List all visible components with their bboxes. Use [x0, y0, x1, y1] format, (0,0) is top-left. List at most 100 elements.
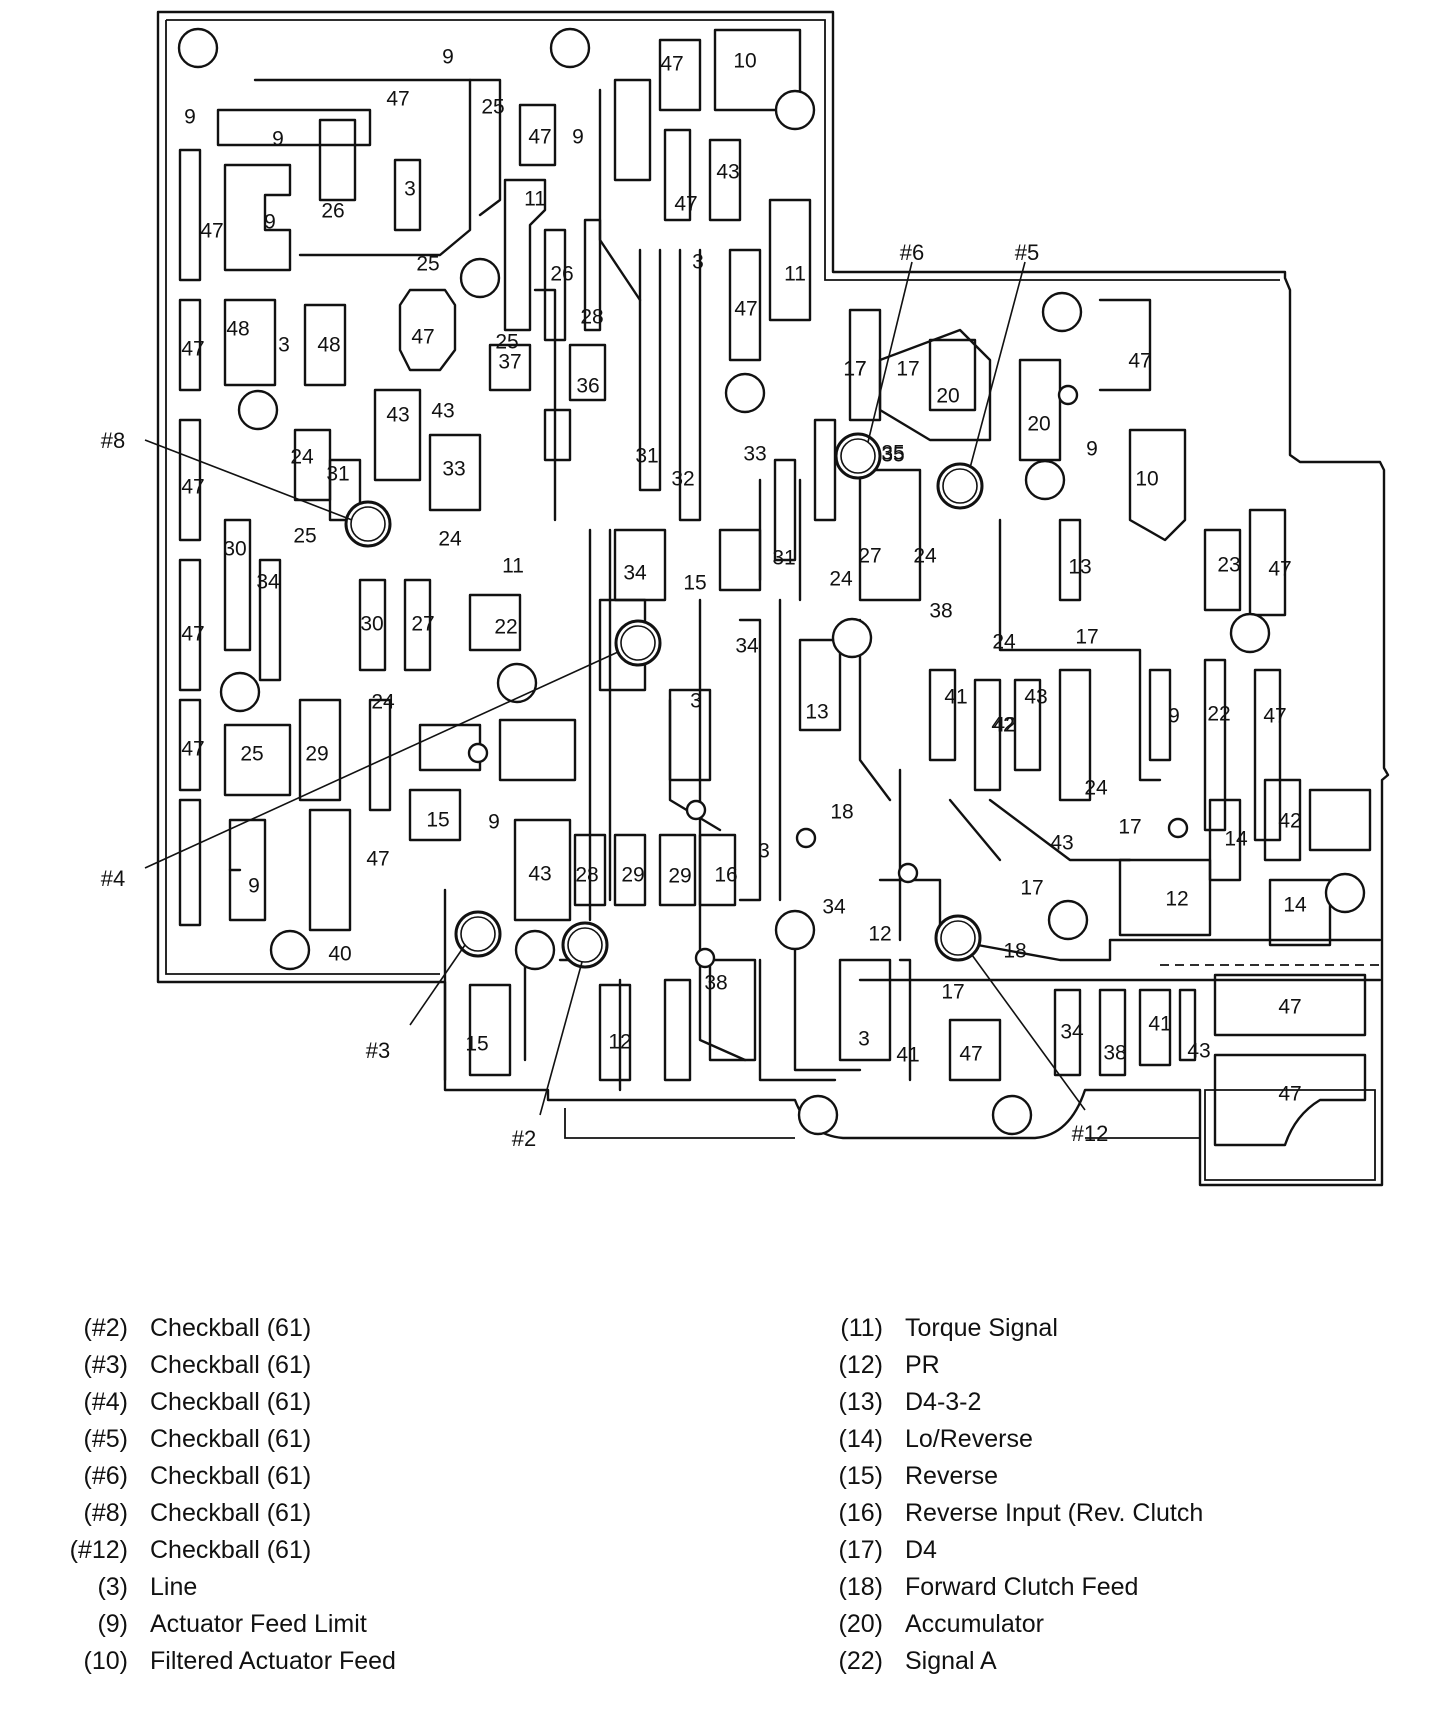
passage-label: 34 — [623, 562, 647, 585]
passage-label: 26 — [321, 200, 344, 223]
passage-label: 17 — [843, 358, 866, 381]
passage-label: 38 — [1103, 1042, 1126, 1065]
legend-item-number: (16) — [838, 1499, 883, 1527]
passage-label: 42 — [993, 714, 1016, 737]
passage-label: 48 — [226, 318, 249, 341]
passage-label: 47 — [660, 53, 683, 76]
passage-label: 47 — [181, 476, 204, 499]
checkball-label: #4 — [101, 866, 125, 891]
passage-label: 10 — [1135, 468, 1158, 491]
passage-label: 15 — [683, 572, 706, 595]
legend-item-number: (22) — [838, 1647, 883, 1675]
checkball-leader-line — [971, 954, 1086, 1111]
legend-item-number: (#2) — [83, 1314, 128, 1342]
passage-label: 38 — [704, 972, 727, 995]
passage-label: 34 — [256, 571, 280, 594]
passage-label: 41 — [896, 1044, 919, 1067]
checkball-label: #6 — [900, 240, 924, 265]
passage-label: 13 — [1068, 556, 1091, 579]
passage-label: 12 — [608, 1031, 631, 1054]
legend-item-number: (10) — [83, 1647, 128, 1675]
checkball-inner — [942, 468, 978, 504]
valve-body-outline — [156, 10, 1390, 1187]
legend-item: (#4)Checkball (61) — [55, 1384, 396, 1421]
legend-item-number: (#3) — [83, 1351, 128, 1379]
checkball-label: #3 — [366, 1038, 390, 1063]
passage-label: 12 — [868, 923, 891, 946]
legend-item-text: Checkball (61) — [150, 1388, 312, 1416]
checkball-leader-line — [144, 651, 619, 869]
checkball — [936, 462, 984, 510]
legend-item: (9)Actuator Feed Limit — [55, 1606, 396, 1643]
passage-label: 47 — [1128, 350, 1151, 373]
passage-label: 47 — [181, 623, 204, 646]
passage-label: 47 — [674, 193, 697, 216]
legend-item: (10)Filtered Actuator Feed — [55, 1643, 396, 1680]
checkball-leader-line — [409, 944, 466, 1026]
passage-label: 15 — [465, 1033, 488, 1056]
passage-label: 9 — [442, 46, 454, 69]
passage-label: 47 — [1268, 558, 1291, 581]
passage-label: 16 — [714, 864, 737, 887]
legend-item-number: (18) — [838, 1573, 883, 1601]
passage-label: 48 — [317, 334, 340, 357]
passage-label: 47 — [366, 848, 389, 871]
passage-label: 25 — [293, 525, 316, 548]
passage-label: 47 — [734, 298, 757, 321]
passage-label: 9 — [1168, 705, 1180, 728]
checkball-inner — [567, 927, 603, 963]
checkball-leader-line — [969, 261, 1026, 469]
passage-label: 10 — [733, 50, 756, 73]
checkball-inner — [350, 506, 386, 542]
legend-item: (18)Forward Clutch Feed — [820, 1569, 1203, 1606]
passage-label: 31 — [635, 445, 658, 468]
passage-label: 3 — [758, 840, 770, 863]
passage-label: 3 — [404, 178, 416, 201]
legend-item-text: PR — [905, 1351, 940, 1379]
legend-item-text: Checkball (61) — [150, 1314, 312, 1342]
legend-item: (22) Signal A — [820, 1643, 1203, 1680]
legend-right: (11)Torque Signal(12)PR(13)D4-3-2(14)Lo/… — [820, 1310, 1204, 1680]
passage-label: 29 — [668, 865, 691, 888]
legend-left: (#2)Checkball (61)(#3)Checkball (61)(#4)… — [55, 1310, 396, 1680]
legend-item-number: (#6) — [83, 1462, 128, 1490]
passage-label: 38 — [929, 600, 952, 623]
legend-item-text: Actuator Feed Limit — [150, 1610, 367, 1638]
passage-label: 30 — [360, 613, 383, 636]
bolt-holes — [177, 27, 1366, 1136]
legend-item-text: Reverse Input (Rev. Clutch — [905, 1499, 1204, 1527]
passage-label: 22 — [1207, 703, 1230, 726]
passage-label: 24 — [1084, 777, 1108, 800]
checkball — [934, 914, 982, 962]
passage-label: 42 — [1278, 810, 1301, 833]
passage-label: 17 — [1075, 626, 1098, 649]
passage-label: 29 — [621, 864, 644, 887]
checkball — [834, 432, 882, 480]
passage-label: 36 — [576, 375, 599, 398]
legend-item-number: (#5) — [83, 1425, 128, 1453]
checkball-inner — [940, 920, 976, 956]
passage-label: 3 — [690, 690, 702, 713]
checkball — [344, 500, 392, 548]
legend-item-text: Signal A — [905, 1647, 997, 1675]
checkball-labels: #6#5#8#4#3#2#12 — [101, 240, 1109, 1151]
passage-label: 47 — [181, 738, 204, 761]
legend-item-text: Checkball (61) — [150, 1462, 312, 1490]
passage-label: 9 — [248, 875, 260, 898]
legend-item: (#5)Checkball (61) — [55, 1421, 396, 1458]
passage-label: 24 — [913, 545, 937, 568]
passage-label: 24 — [371, 691, 395, 714]
passage-label: 17 — [941, 981, 964, 1004]
legend-item: (13)D4-3-2 — [820, 1384, 1203, 1421]
legend-item: (#6) Checkball (61) — [55, 1458, 396, 1495]
passage-label: 27 — [411, 613, 434, 636]
legend-item-text: Accumulator — [905, 1610, 1044, 1638]
passage-label: 22 — [494, 616, 517, 639]
passage-label: 13 — [805, 701, 828, 724]
checkball-label: #2 — [512, 1126, 536, 1151]
passage-label: 23 — [1217, 554, 1240, 577]
legend-item-number: (#8) — [83, 1499, 128, 1527]
checkball-label: #5 — [1015, 240, 1039, 265]
fluid-passages — [178, 28, 1382, 1147]
passage-label: 35 — [881, 444, 904, 467]
